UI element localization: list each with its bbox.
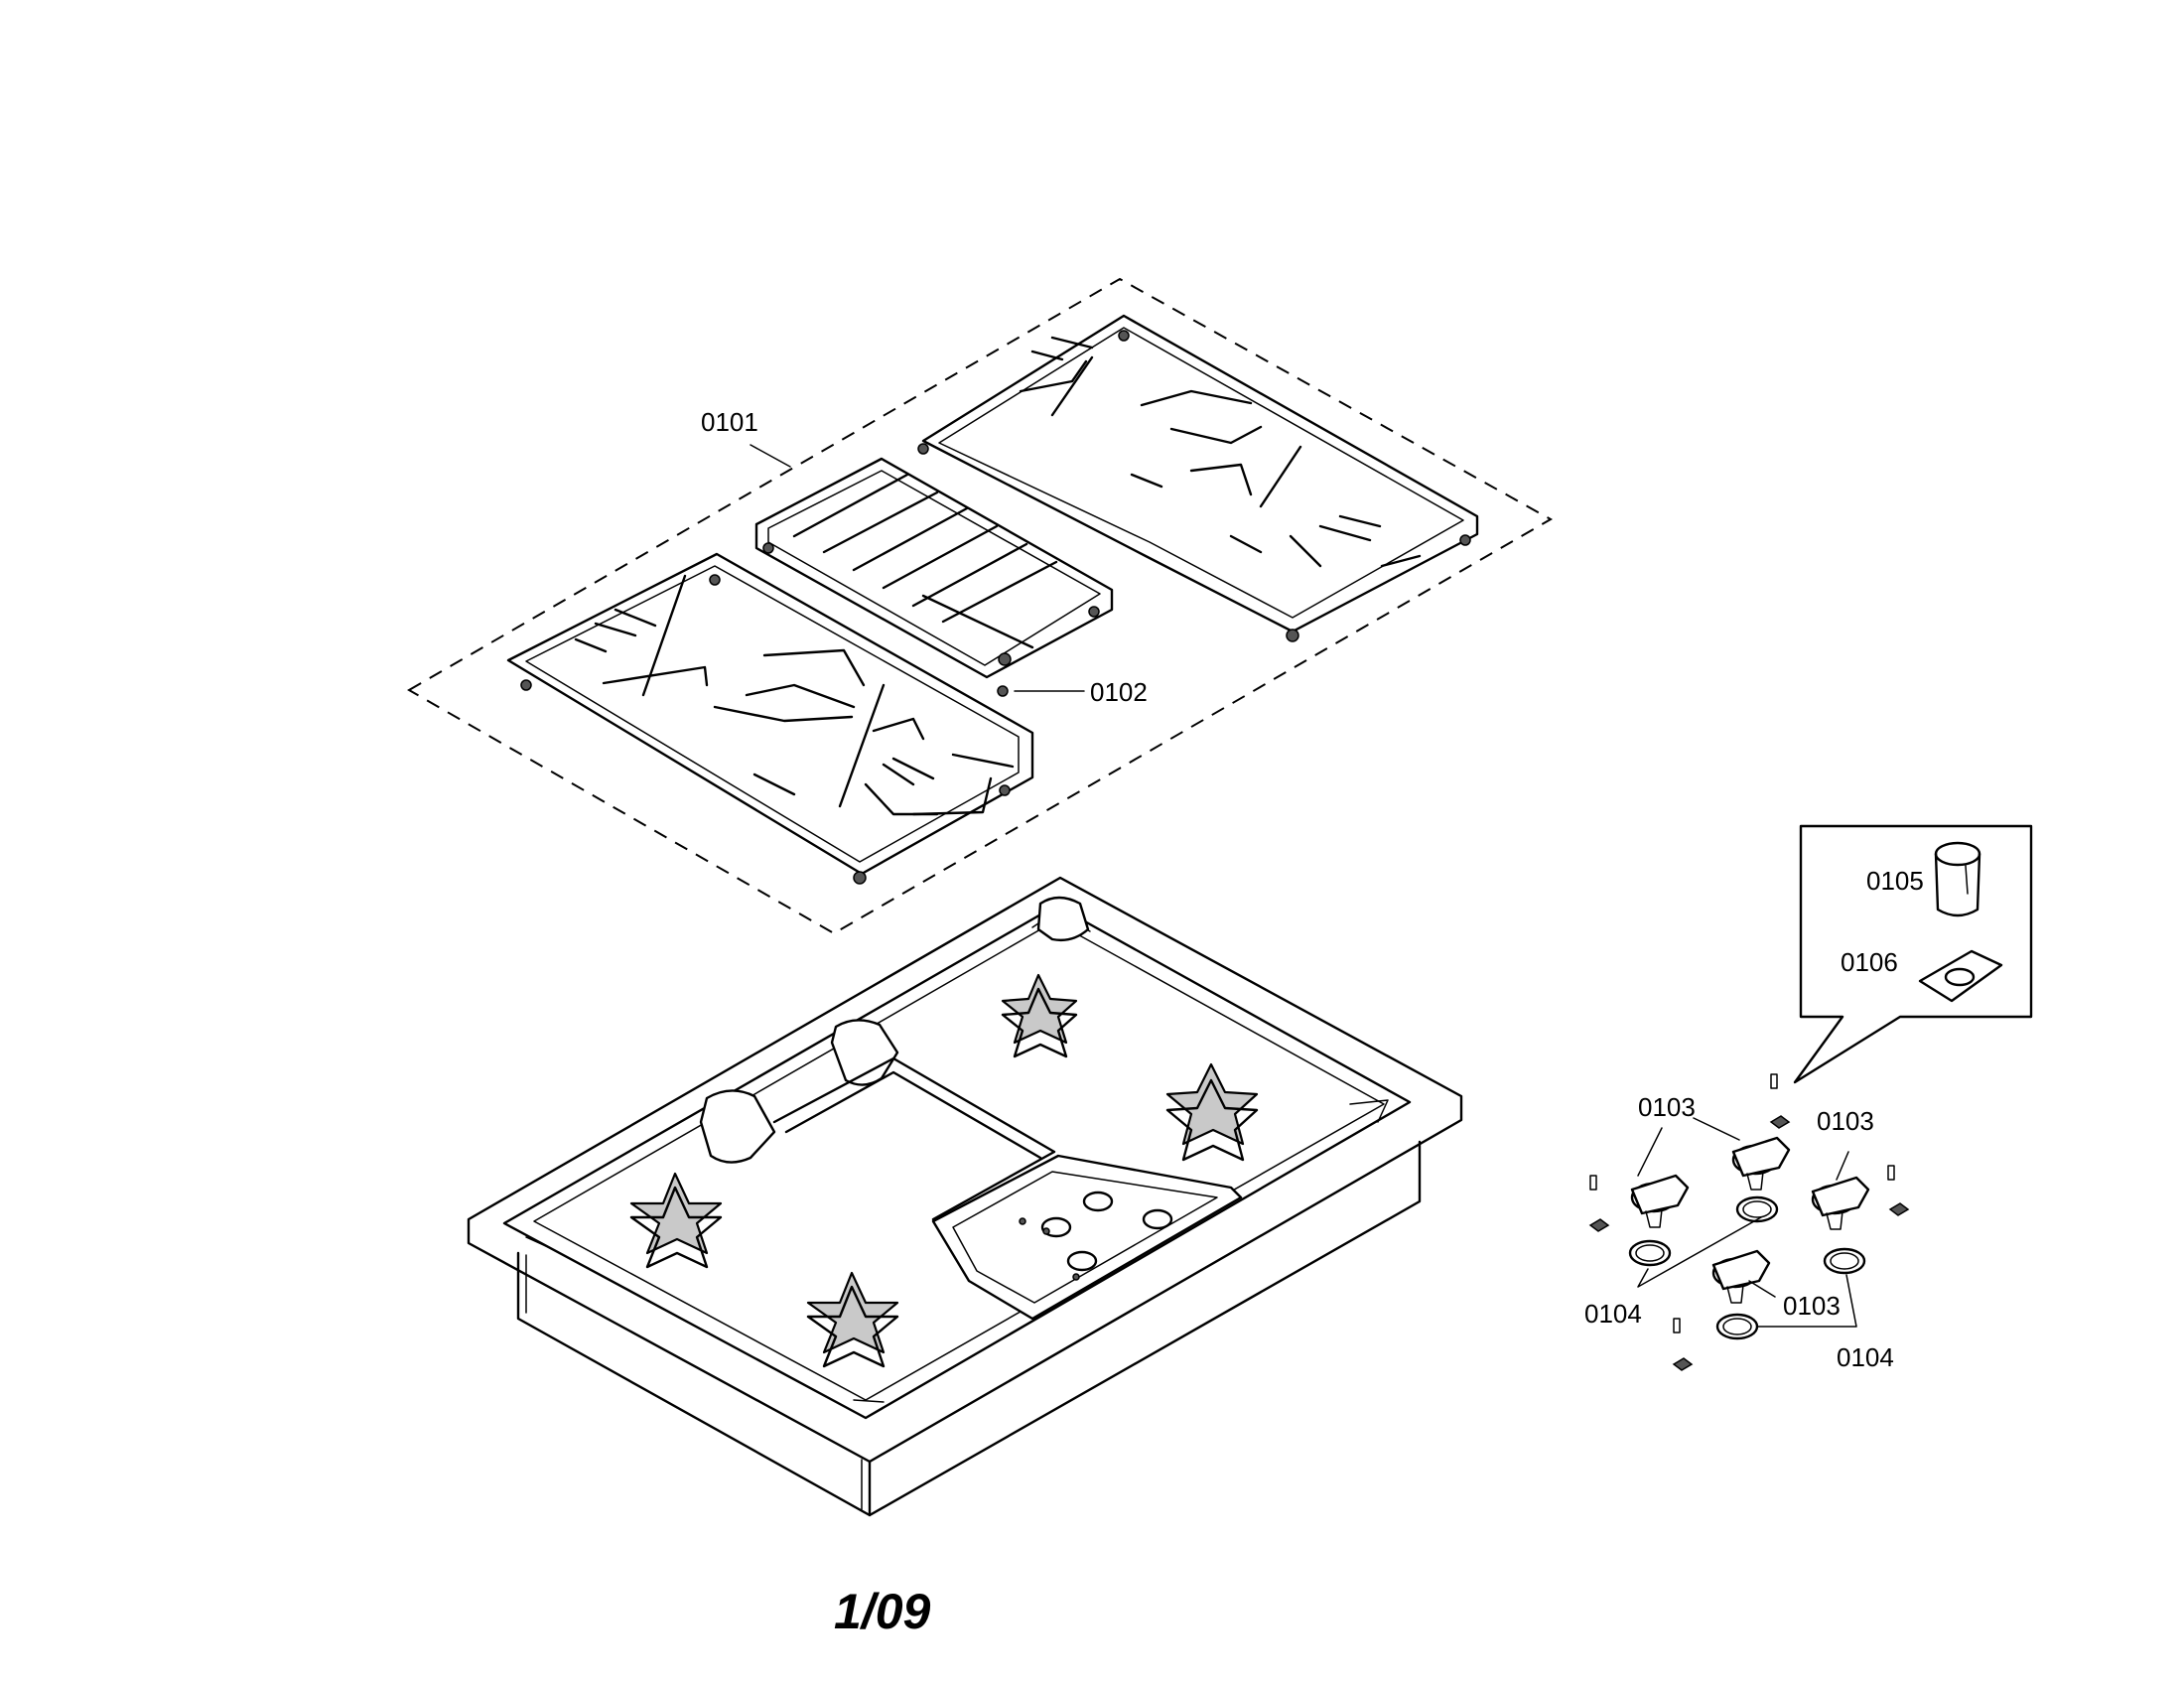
grate-right	[917, 314, 1479, 642]
grate-center	[754, 457, 1114, 679]
knob-2	[1731, 1136, 1791, 1191]
burner-front-left	[629, 1172, 723, 1269]
grates-dashed-outline	[406, 277, 1554, 935]
callout-0104-a: 0104	[1584, 1299, 1642, 1329]
burner-rear-right	[1165, 1062, 1259, 1162]
burner-rear-left	[1001, 973, 1078, 1058]
knob-parts	[1588, 824, 2033, 1371]
bezel-ring	[1735, 1195, 1779, 1223]
callout-0105: 0105	[1866, 866, 1924, 896]
callout-0104-b: 0104	[1837, 1342, 1894, 1372]
grate-foot	[997, 685, 1009, 697]
callout-0106: 0106	[1841, 947, 1898, 977]
page-number: 1/09	[834, 1584, 931, 1639]
callout-0103-b: 0103	[1817, 1106, 1874, 1136]
bezel-ring	[1823, 1247, 1866, 1275]
bezel-ring	[1628, 1239, 1672, 1267]
leader-lines	[750, 444, 1857, 1328]
callout-0103-c: 0103	[1783, 1291, 1841, 1321]
burner-front-right	[806, 1271, 899, 1368]
grate-left	[506, 552, 1034, 885]
knob-4	[1711, 1249, 1771, 1304]
cooktop	[467, 876, 1463, 1517]
knob-1	[1630, 1174, 1690, 1228]
callout-0102: 0102	[1090, 677, 1148, 707]
callout-0103-a: 0103	[1638, 1092, 1696, 1122]
knob-3	[1811, 1176, 1870, 1230]
callout-0101: 0101	[701, 407, 758, 437]
knob-insert	[1934, 841, 1981, 917]
grates-assembly	[406, 277, 1554, 935]
clip	[1918, 949, 2003, 1003]
